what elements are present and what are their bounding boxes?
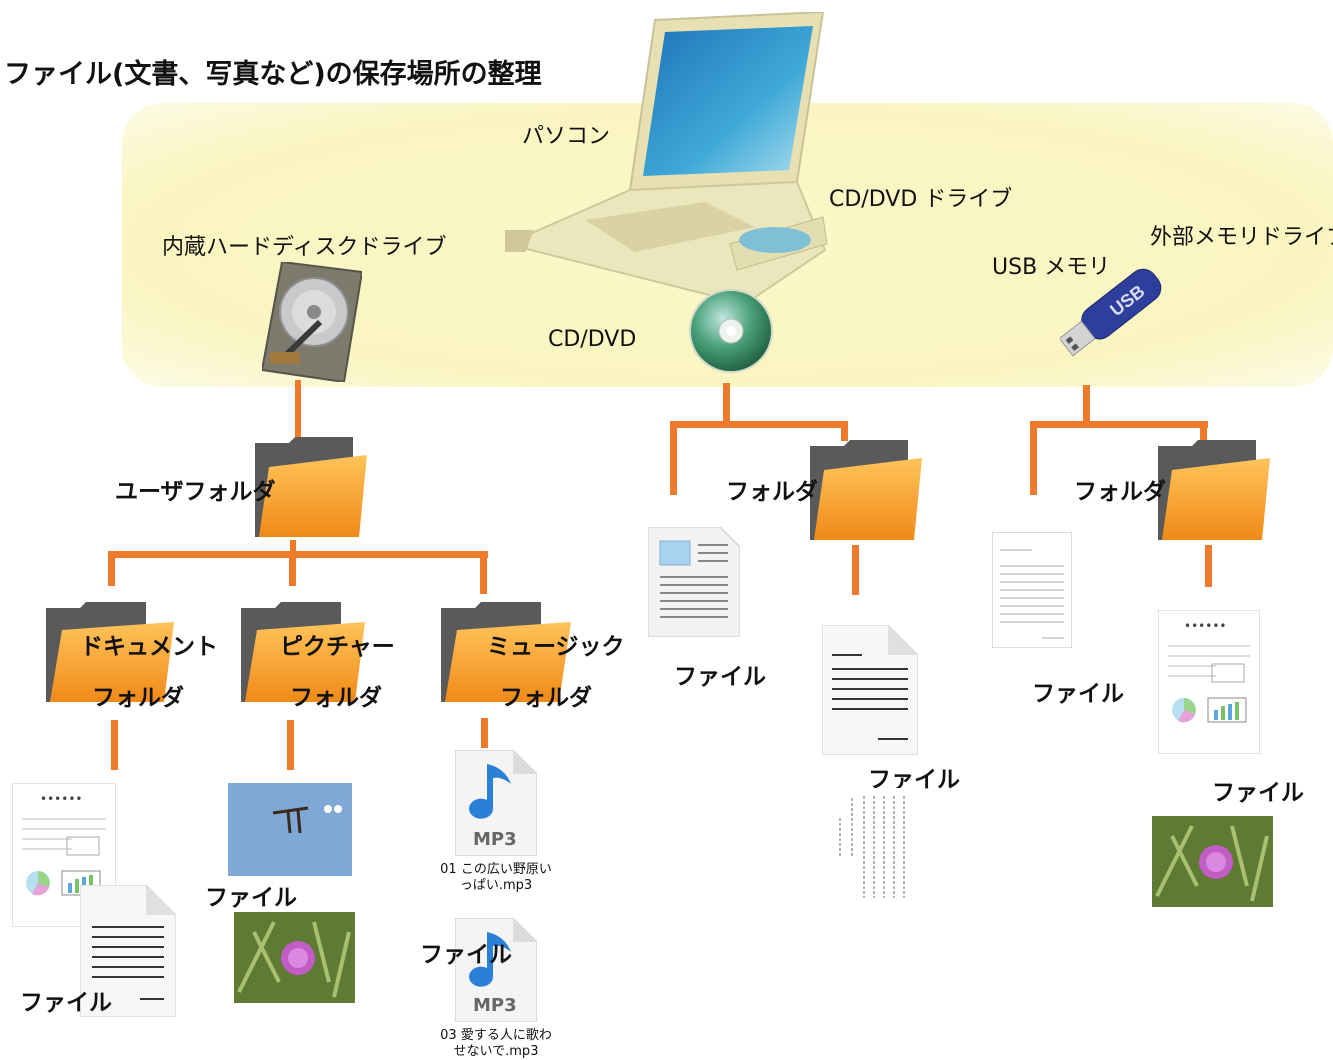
pic-file-label: ファイル [205, 885, 297, 911]
vertical-text-page [828, 788, 916, 908]
documents-folder-label-1: ドキュメント [80, 634, 218, 660]
connector-doc [108, 551, 115, 586]
flower-photo [234, 912, 355, 1003]
laptop-icon [505, 12, 828, 306]
text-document-icon-2 [822, 625, 918, 755]
connector-usb-trunk [1083, 385, 1090, 425]
disc-label: CD/DVD [548, 327, 637, 352]
connector-usb-folder-file [1205, 545, 1212, 587]
user-folder-icon [255, 437, 367, 537]
usb-memory-label: USB メモリ [992, 255, 1111, 280]
svg-text:••••••: •••••• [1184, 619, 1226, 633]
music-folder-icon [441, 602, 571, 702]
mp3-file-name-1: 01 この広い野原い っぱい.mp3 [440, 862, 552, 893]
pc-label: パソコン [522, 124, 611, 149]
connector-music [480, 551, 487, 594]
connector-disc-folder [841, 421, 848, 441]
mp3-file-icon-2: MP3 [455, 918, 537, 1022]
connector-doc-files [111, 720, 118, 770]
hard-disk-icon [262, 262, 362, 382]
picture-document-icon [648, 527, 740, 637]
svg-text:••••••: •••••• [40, 792, 82, 806]
external-drive-label: 外部メモリドライブ [1150, 225, 1333, 250]
mp3-badge-1: MP3 [473, 829, 517, 850]
disc-folder-icon [810, 440, 922, 540]
connector-user-branch [108, 551, 488, 558]
flower-photo-2 [1152, 816, 1273, 907]
connector-user-trunk [290, 540, 296, 560]
pictures-folder-label-2: フォルダ [290, 685, 382, 711]
cd-drive-label: CD/DVD ドライブ [829, 187, 1013, 212]
spreadsheet-document-icon-2: •••••• [1158, 610, 1260, 754]
documents-folder-label-2: フォルダ [92, 685, 184, 711]
usb-folder-icon [1158, 440, 1270, 540]
connector-music-files [481, 718, 488, 748]
connector-usb-file [1030, 421, 1037, 495]
doc-file-label: ファイル [20, 990, 112, 1016]
bird-photo [228, 783, 352, 876]
internal-hdd-label: 内蔵ハードディスクドライブ [162, 235, 447, 260]
connector-usb-folder [1200, 421, 1207, 441]
mp3-badge-2: MP3 [473, 995, 517, 1016]
mp3-file-name-2: 03 愛する人に歌わ せないで.mp3 [440, 1028, 552, 1059]
music-folder-label-1: ミュージック [487, 634, 625, 660]
disc-file-label: ファイル [674, 664, 766, 690]
music-folder-label-2: フォルダ [500, 685, 592, 711]
text-document-icon [80, 885, 176, 1017]
connector-hdd-folder [295, 380, 301, 440]
plain-document-icon [992, 532, 1072, 648]
page-title: ファイル(文書、写真など)の保存場所の整理 [4, 59, 542, 90]
mp3-file-icon-1: MP3 [455, 750, 537, 856]
connector-pic-files [287, 720, 294, 770]
usb-folder-file-label: ファイル [1212, 780, 1304, 806]
music-file-label: ファイル [420, 942, 512, 968]
connector-disc-file [670, 421, 677, 495]
cd-dvd-disc-icon [689, 289, 773, 373]
documents-folder-icon [46, 602, 174, 702]
pictures-folder-label-1: ピクチャー [280, 634, 395, 660]
user-folder-label: ユーザフォルダ [115, 479, 276, 505]
connector-pic [289, 551, 296, 586]
usb-folder-label: フォルダ [1074, 479, 1166, 505]
disc-folder-label: フォルダ [726, 479, 818, 505]
connector-disc-folder-file [852, 545, 859, 595]
connector-usb-branch [1030, 421, 1208, 428]
pictures-folder-icon [241, 602, 365, 702]
connector-disc-trunk [723, 383, 730, 423]
connector-disc-branch [670, 421, 848, 428]
usb-file-label: ファイル [1032, 681, 1124, 707]
usb-memory-icon: USB [1060, 268, 1162, 357]
